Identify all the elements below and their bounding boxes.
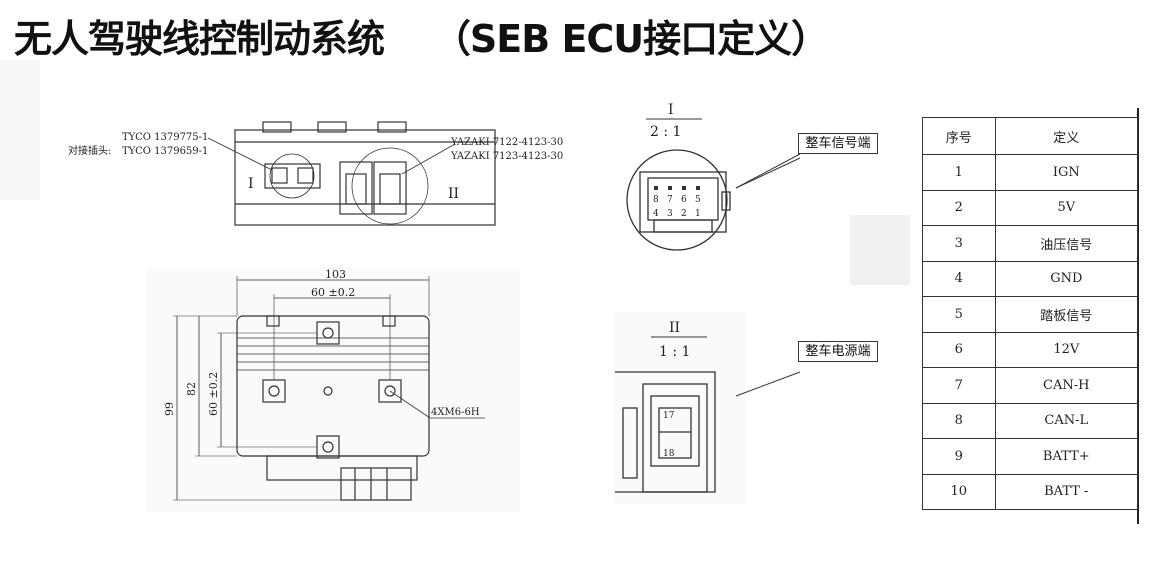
ecu-top-view-drawing: TYCO 1379775-1 对接插头: TYCO 1379659-1 YAZA…	[68, 121, 563, 226]
view-label-II: II	[448, 186, 459, 202]
ecu-dimension-drawing: 103 60 ±0.2 4XM6-6H 99 82 60 ±0.2	[145, 268, 520, 512]
page-title: 无人驾驶线控制动系统 （SEB ECU接口定义）	[14, 17, 829, 61]
pin-2: 2	[681, 209, 687, 219]
pin-8: 8	[653, 195, 659, 205]
row-definition: BATT+	[994, 438, 1139, 475]
thread-spec-label: 4XM6-6H	[431, 407, 480, 418]
detail-II-drawing: II 1 : 1 17 18	[615, 312, 745, 504]
row-definition: GND	[994, 260, 1139, 297]
row-definition: 踏板信号	[994, 296, 1139, 333]
row-definition: CAN-H	[994, 367, 1139, 404]
mating-plug-prefix: 对接插头:	[68, 144, 111, 157]
row-index: 6	[922, 331, 996, 368]
header-definition: 定义	[994, 117, 1139, 155]
row-definition: 12V	[994, 331, 1139, 368]
yazaki-part-label-2: YAZAKI 7123-4123-30	[450, 151, 563, 162]
detail-II-label: II	[669, 320, 680, 336]
view-label-I: I	[248, 176, 254, 192]
pin-18: 18	[663, 449, 675, 459]
pin-1: 1	[695, 209, 701, 219]
header-index: 序号	[922, 117, 996, 155]
background-watermark-right	[850, 215, 910, 285]
callout-I-leader	[735, 153, 801, 189]
table-right-rule	[1137, 108, 1139, 524]
dim-height-total: 99	[163, 402, 176, 416]
detail-I-drawing: I 2 : 1 8 7 6 5 4 3 2 1	[626, 102, 731, 251]
dim-width-total: 103	[325, 268, 346, 281]
row-definition: 油压信号	[994, 225, 1139, 262]
callout-signal-port: 整车信号端	[798, 133, 878, 154]
detail-I-scale: 2 : 1	[650, 124, 681, 140]
row-index: 10	[922, 473, 996, 510]
row-index: 2	[922, 189, 996, 226]
pin-4: 4	[653, 209, 659, 219]
detail-I-label: I	[668, 102, 674, 118]
row-index: 4	[922, 260, 996, 297]
row-index: 1	[922, 154, 996, 191]
row-definition: 5V	[994, 189, 1139, 226]
dim-hole-spacing-y: 60 ±0.2	[207, 372, 220, 416]
tyco-mating-label: TYCO 1379659-1	[122, 146, 208, 157]
pin-3: 3	[667, 209, 673, 219]
detail-II-scale: 1 : 1	[659, 344, 690, 360]
row-definition: CAN-L	[994, 402, 1139, 439]
dim-hole-spacing-x: 60 ±0.2	[311, 286, 355, 299]
pin-5: 5	[695, 195, 701, 205]
pin-7: 7	[667, 195, 673, 205]
row-index: 9	[922, 438, 996, 475]
row-definition: BATT -	[994, 473, 1139, 510]
callout-power-port: 整车电源端	[798, 341, 878, 362]
row-index: 7	[922, 367, 996, 404]
pin-17: 17	[663, 411, 675, 421]
row-index: 8	[922, 402, 996, 439]
table-header-row: 序号 定义	[922, 117, 1139, 155]
tyco-part-label: TYCO 1379775-1	[122, 132, 208, 143]
background-watermark-left	[0, 60, 40, 200]
row-index: 5	[922, 296, 996, 333]
dim-height-body: 82	[185, 382, 198, 396]
callout-II-leader	[735, 371, 801, 397]
row-index: 3	[922, 225, 996, 262]
pin-6: 6	[681, 195, 687, 205]
row-definition: IGN	[994, 154, 1139, 191]
yazaki-part-label-1: YAZAKI 7122-4123-30	[450, 137, 563, 148]
